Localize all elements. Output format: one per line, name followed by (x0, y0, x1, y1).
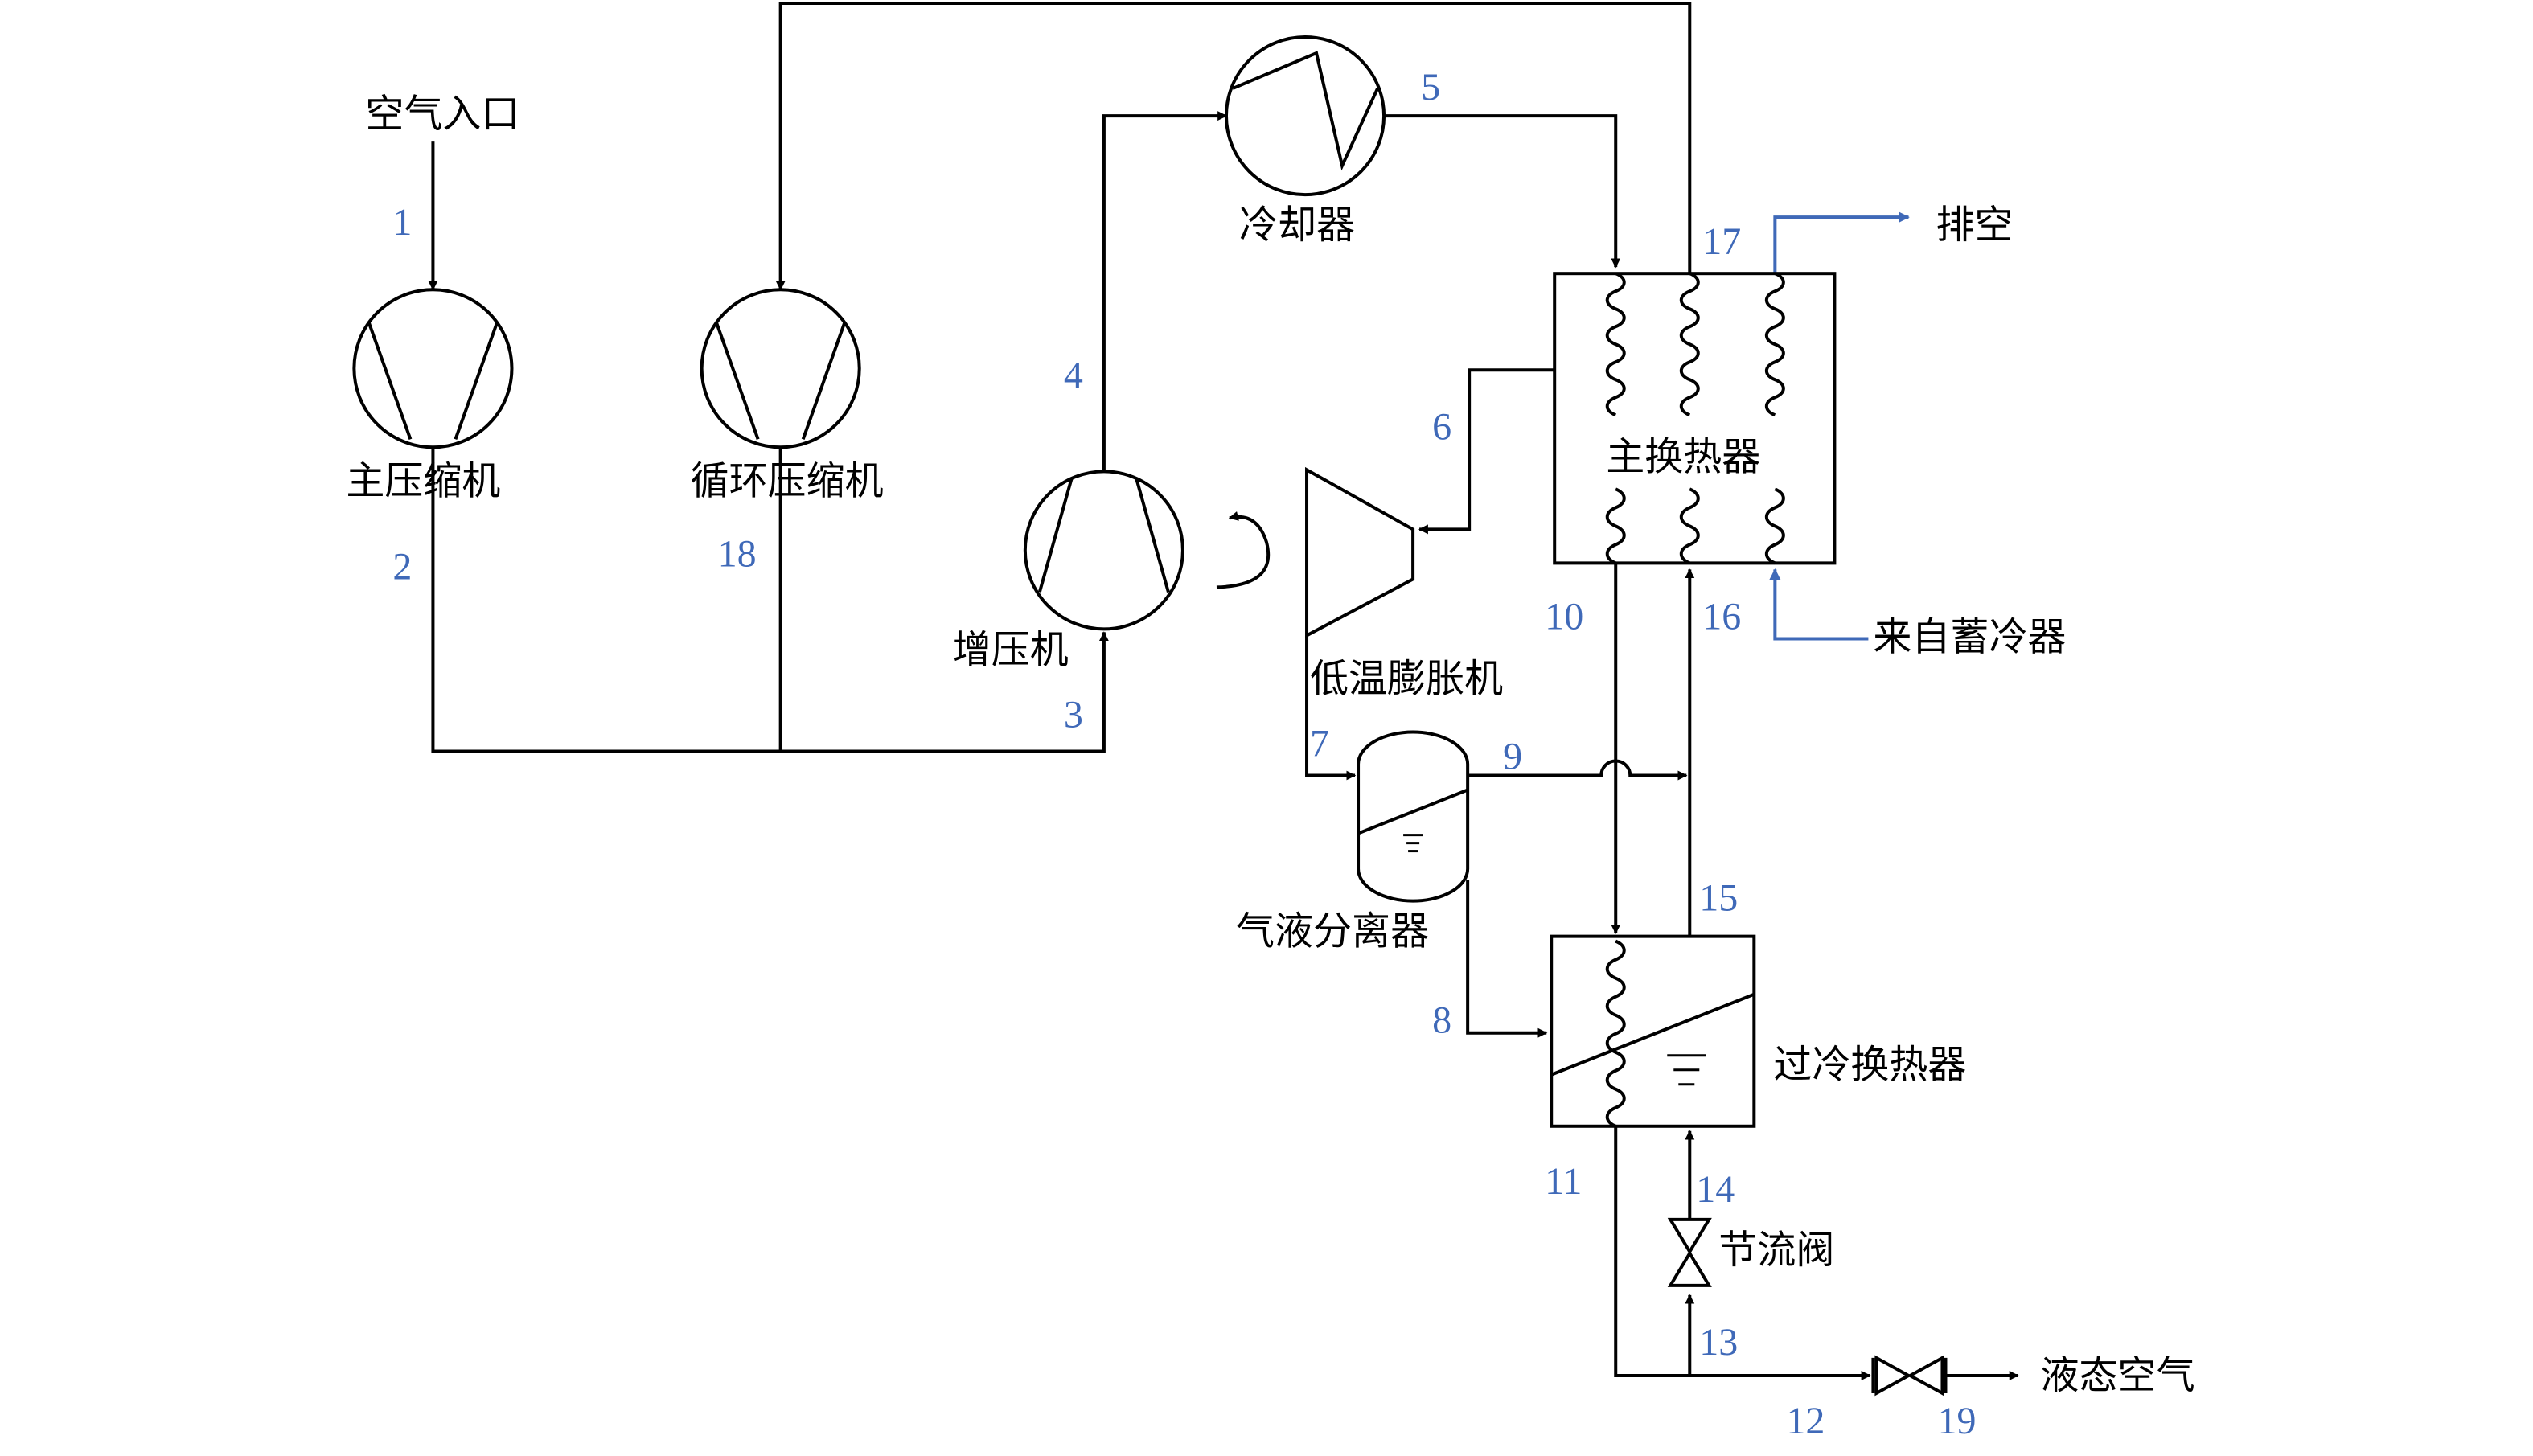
stream-number: 17 (1702, 220, 1741, 263)
pipe-stream-5 (1384, 114, 1621, 269)
label-liquid-air: 液态空气 (2041, 1353, 2195, 1398)
stream-number: 4 (1064, 354, 1083, 396)
stream-number: 14 (1696, 1168, 1735, 1211)
stream-number: 15 (1699, 877, 1738, 920)
cryo-expander (1305, 466, 1415, 638)
blue-piping (1769, 211, 1910, 641)
stream-number: 9 (1503, 736, 1522, 778)
cooler (1224, 35, 1386, 197)
stream-number: 16 (1702, 595, 1741, 638)
pipe-stream-7 (1305, 635, 1357, 781)
stream-number: 12 (1786, 1400, 1825, 1442)
label-main-heat-exchanger: 主换热器 (1606, 434, 1760, 479)
label-main-compressor: 主压缩机 (346, 458, 500, 503)
piping (428, 2, 2019, 1380)
stream-number: 13 (1699, 1321, 1738, 1364)
coil-icon (1605, 487, 1626, 565)
stream-number: 5 (1421, 66, 1440, 109)
coil-icon (1679, 487, 1700, 565)
label-vent: 排空 (1936, 203, 2013, 248)
coil-icon (1605, 939, 1626, 1128)
pipe-stream-6 (1418, 368, 1616, 535)
stream-number: 18 (718, 532, 757, 575)
stream-number: 10 (1545, 595, 1583, 638)
pipe-stream-2-3 (431, 447, 1109, 753)
pipe-vent (1773, 211, 1910, 274)
stream-number: 7 (1310, 723, 1329, 765)
stream-number: 8 (1432, 999, 1451, 1042)
stream-number: 3 (1064, 693, 1083, 736)
label-from-cold-storage: 来自蓄冷器 (1873, 614, 2066, 659)
heat-exchanger-coils (1605, 272, 1785, 1128)
pipe-stream-9 (1466, 759, 1688, 781)
gas-liquid-separator (1357, 730, 1470, 903)
coil-icon (1605, 272, 1626, 417)
main-compressor (352, 288, 514, 449)
throttle-valve (1667, 1217, 1712, 1287)
label-recycle-compressor: 循环压缩机 (691, 458, 884, 503)
equipment-labels: 空气入口 主压缩机 循环压缩机 增压机 冷却器 主换热器 低温膨胀机 气液分离器… (346, 92, 2194, 1398)
pipe-stream-8 (1466, 880, 1548, 1038)
label-booster: 增压机 (953, 627, 1069, 672)
stream-number: 19 (1937, 1400, 1976, 1442)
recycle-compressor (700, 288, 861, 449)
stream-numbers: 1 2 3 4 5 6 7 8 9 10 11 12 13 14 15 16 1… (392, 66, 1976, 1442)
pipe-stream-11-12 (1614, 1126, 1871, 1380)
stream-number: 6 (1432, 405, 1451, 448)
booster-compressor (1023, 470, 1184, 631)
main-heat-exchanger (1553, 272, 1837, 565)
stream-number: 2 (392, 545, 412, 588)
label-subcooler: 过冷换热器 (1773, 1043, 1966, 1088)
label-cryo-expander: 低温膨胀机 (1310, 656, 1503, 701)
pipe-stream-17-recycle (775, 2, 1692, 291)
rotation-arrow-icon (1216, 511, 1271, 589)
stream-number: 1 (392, 201, 412, 244)
pipe-stream-4 (1102, 111, 1228, 472)
label-separator: 气液分离器 (1236, 909, 1429, 954)
coil-icon (1679, 272, 1700, 417)
stream-number: 11 (1545, 1160, 1582, 1203)
label-cooler: 冷却器 (1239, 203, 1355, 248)
label-throttle-valve: 节流阀 (1718, 1228, 1834, 1273)
label-air-inlet: 空气入口 (365, 92, 519, 137)
pipe-from-cold-storage (1769, 568, 1869, 641)
product-valve (1871, 1355, 1948, 1397)
coil-icon (1764, 487, 1785, 565)
subcooler (1550, 934, 1756, 1128)
coil-icon (1764, 272, 1785, 417)
